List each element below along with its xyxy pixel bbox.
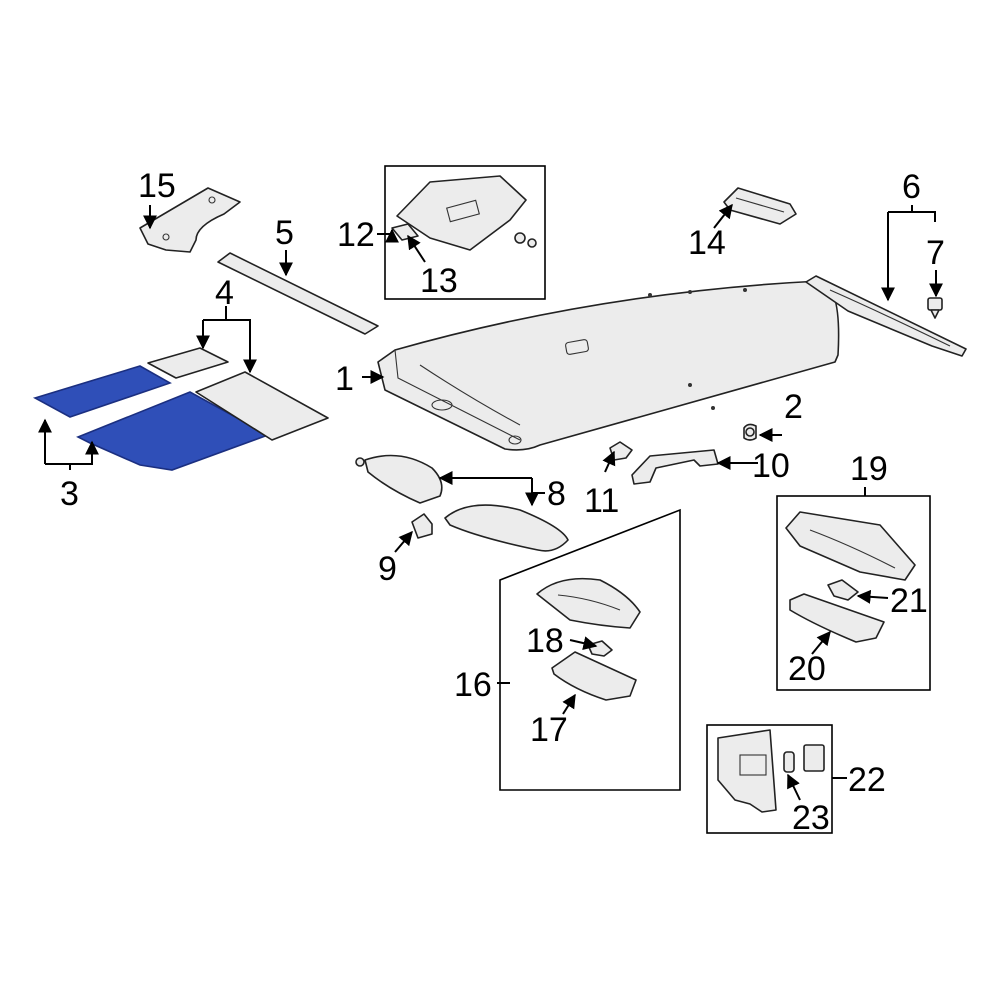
callout-19: 19 bbox=[850, 450, 888, 488]
holder-part-9[interactable] bbox=[411, 513, 433, 539]
callout-1: 1 bbox=[335, 360, 354, 398]
callout-16: 16 bbox=[454, 666, 492, 704]
pad-part-3-highlighted[interactable] bbox=[32, 365, 270, 471]
callout-11: 11 bbox=[584, 482, 619, 520]
callout-4: 4 bbox=[215, 274, 234, 312]
leader-lines bbox=[38, 203, 943, 801]
callout-17: 17 bbox=[530, 711, 568, 749]
callout-21: 21 bbox=[890, 582, 928, 620]
callout-15: 15 bbox=[138, 167, 176, 205]
callout-18: 18 bbox=[526, 622, 564, 660]
dome-lamp-part-16[interactable] bbox=[536, 577, 641, 701]
callout-14: 14 bbox=[688, 224, 726, 262]
pad-part-4[interactable] bbox=[147, 347, 329, 441]
callout-3: 3 bbox=[60, 475, 79, 513]
callout-8: 8 bbox=[547, 475, 566, 513]
headliner-part-1[interactable] bbox=[377, 280, 840, 451]
clip-part-2[interactable] bbox=[743, 423, 757, 441]
callout-13: 13 bbox=[420, 262, 458, 300]
clip-part-7[interactable] bbox=[927, 297, 943, 319]
callout-6: 6 bbox=[902, 168, 921, 206]
trim-part-6[interactable] bbox=[805, 275, 967, 357]
lens-part-14[interactable] bbox=[723, 187, 797, 225]
callout-2: 2 bbox=[784, 388, 803, 426]
console-part-12[interactable] bbox=[391, 175, 537, 251]
map-lamp-part-19[interactable] bbox=[785, 511, 916, 643]
lens-part-20[interactable] bbox=[789, 593, 885, 643]
clip-part-11[interactable] bbox=[609, 441, 633, 461]
bulb-part-21[interactable] bbox=[827, 579, 859, 601]
strip-part-5[interactable] bbox=[217, 252, 379, 335]
bracket-part-15[interactable] bbox=[139, 187, 241, 253]
callout-7: 7 bbox=[926, 234, 945, 272]
lamp-part-22[interactable] bbox=[717, 729, 825, 813]
grip-part-10[interactable] bbox=[631, 449, 719, 485]
sunvisor-part-8[interactable] bbox=[355, 454, 569, 552]
lens-part-17[interactable] bbox=[551, 651, 637, 701]
pad-3a[interactable] bbox=[32, 365, 172, 418]
callout-23: 23 bbox=[792, 799, 830, 837]
callout-22: 22 bbox=[848, 761, 886, 799]
callout-20: 20 bbox=[788, 650, 826, 688]
callout-5: 5 bbox=[275, 214, 294, 252]
callout-labels: 1 2 3 4 5 6 7 8 9 10 11 12 13 14 15 16 1… bbox=[60, 167, 945, 837]
callout-12: 12 bbox=[337, 216, 375, 254]
bulb-part-23[interactable] bbox=[783, 751, 795, 773]
callout-9: 9 bbox=[378, 550, 397, 588]
callout-10: 10 bbox=[752, 447, 790, 485]
